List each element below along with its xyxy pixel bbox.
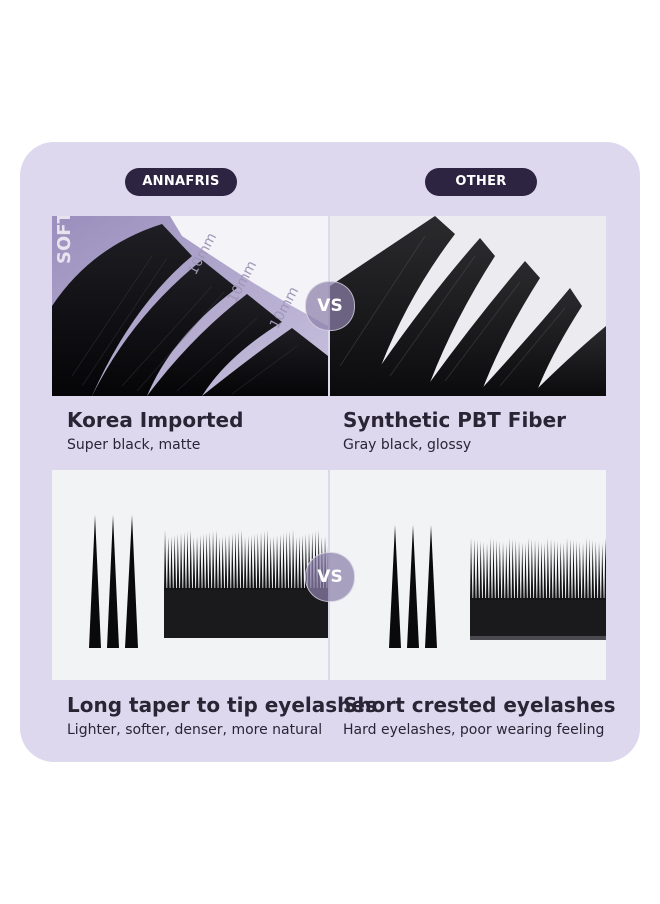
annafris-lash-tray-photo: SOFT 10mm 10mm 10mm <box>52 216 328 396</box>
annafris-label: ANNAFRIS <box>125 168 237 196</box>
vs-badge-top: VS <box>305 281 355 331</box>
shape-left-subtitle: Lighter, softer, denser, more natural <box>67 722 323 738</box>
shape-left-title: Long taper to tip eyelashes <box>67 693 377 717</box>
material-right-title: Synthetic PBT Fiber <box>343 408 567 432</box>
soft-side-text: SOFT <box>54 216 75 264</box>
material-right-subtitle: Gray black, glossy <box>343 437 472 453</box>
material-left-title: Korea Imported <box>67 408 244 432</box>
shape-right-subtitle: Hard eyelashes, poor wearing feeling <box>343 722 605 738</box>
long-taper-lash-photo <box>52 470 328 680</box>
short-crested-lash-photo <box>330 470 606 680</box>
material-left-subtitle: Super black, matte <box>67 437 201 453</box>
vs-badge-bottom: VS <box>305 552 355 602</box>
other-label: OTHER <box>425 168 537 196</box>
other-lash-tray-photo <box>330 216 606 396</box>
shape-right-title: Short crested eyelashes <box>343 693 616 717</box>
